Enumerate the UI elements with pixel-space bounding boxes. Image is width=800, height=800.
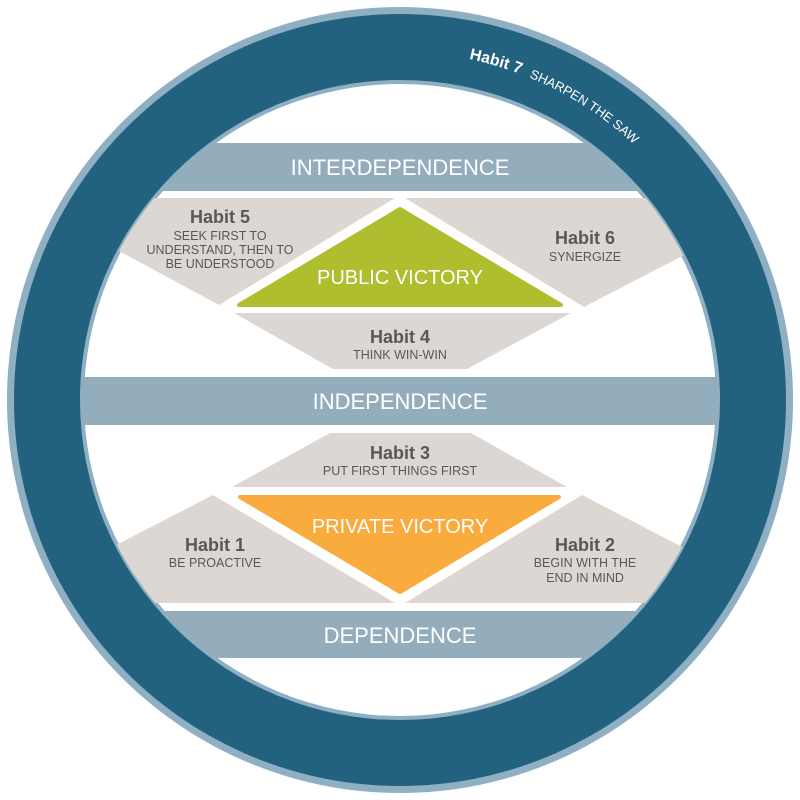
private-victory-label: PRIVATE VICTORY	[312, 516, 488, 538]
habit5-line: BE UNDERSTOOD	[166, 257, 275, 271]
habit2-line: BEGIN WITH THE	[534, 556, 637, 570]
habit3-line: PUT FIRST THINGS FIRST	[323, 464, 478, 478]
habit6-title: Habit 6	[555, 228, 615, 248]
private-victory-triangle	[238, 495, 561, 594]
independence-bar	[82, 377, 718, 425]
habit3-title: Habit 3	[370, 443, 430, 463]
public-victory-triangle	[237, 207, 563, 307]
habit3-shape	[232, 433, 567, 487]
habit2-line: END IN MIND	[546, 571, 624, 585]
habit4-shape	[234, 313, 571, 369]
habit5-line: UNDERSTAND, THEN TO	[146, 243, 293, 257]
habit2-title: Habit 2	[555, 535, 615, 555]
dependence-label: DEPENDENCE	[324, 623, 477, 648]
habit2-shape	[405, 495, 718, 603]
interdependence-label: INTERDEPENDENCE	[291, 155, 510, 180]
habit5-line: SEEK FIRST TO	[173, 229, 266, 243]
habit6-shape	[405, 198, 718, 307]
habit1-line: BE PROACTIVE	[169, 556, 261, 570]
habit1-shape	[82, 495, 395, 603]
habit5-title: Habit 5	[190, 207, 250, 227]
public-victory-label: PUBLIC VICTORY	[317, 267, 483, 289]
habit5-shape	[82, 198, 395, 305]
habit1-title: Habit 1	[185, 535, 245, 555]
habit4-title: Habit 4	[370, 327, 430, 347]
habit4-line: THINK WIN-WIN	[353, 348, 447, 362]
independence-label: INDEPENDENCE	[313, 389, 488, 414]
habit6-line: SYNERGIZE	[549, 250, 621, 264]
